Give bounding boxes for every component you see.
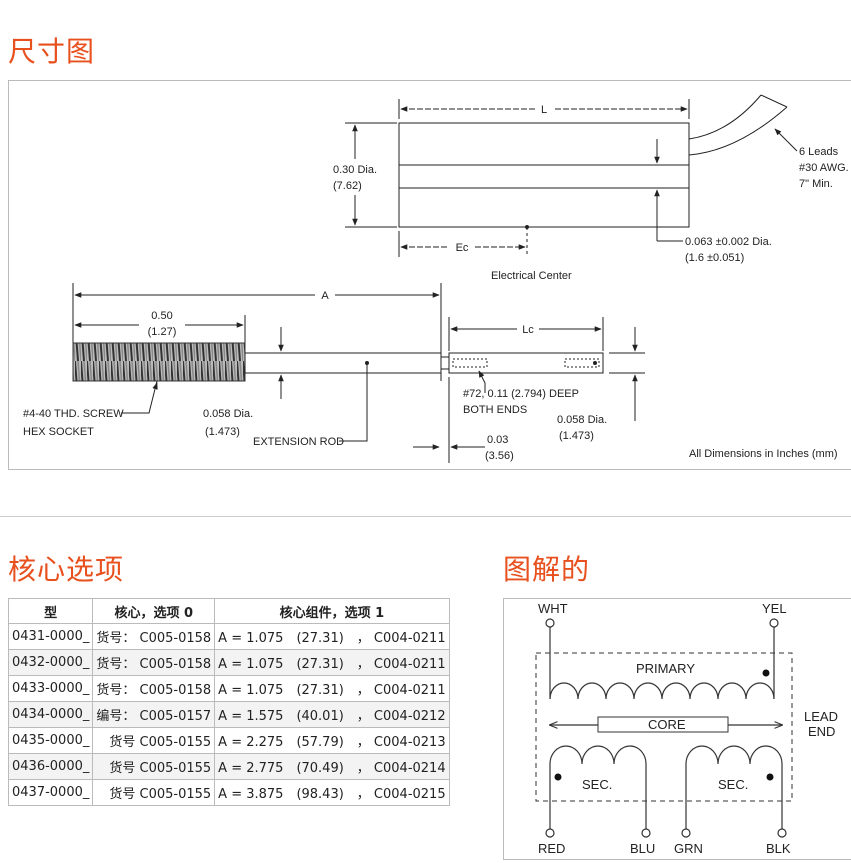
- label-hole-dia-in: 0.063 ±0.002 Dia.: [685, 236, 772, 248]
- label-sec-right: SEC.: [718, 777, 748, 792]
- dimension-drawing-svg: L 0.30 Dia. (7.62) 6 Leads #30 AWG. 7" M…: [23, 94, 849, 463]
- label-sec-left: SEC.: [582, 777, 612, 792]
- label-hole-dia-mm: (1.6 ±0.051): [685, 252, 744, 264]
- primary-polarity-dot: [762, 669, 770, 677]
- sec-right-polarity-dot: [766, 773, 774, 781]
- cell-model: 0437-0000_: [7, 779, 94, 806]
- label-A: A: [321, 290, 329, 302]
- label-deep-2: BOTH ENDS: [463, 404, 527, 416]
- label-core: CORE: [648, 717, 686, 732]
- sec-left-polarity-dot: [554, 773, 562, 781]
- section-divider: [0, 516, 851, 517]
- cell-option-1: A = 2.275 (57.79) ， C004-0213: [214, 727, 450, 754]
- cell-option-0: 货号： C005-0158: [92, 623, 216, 650]
- label-len-in: 0.50: [151, 310, 172, 322]
- threaded-screw: [72, 342, 246, 382]
- label-screw-1: #4-40 THD. SCREW: [23, 408, 124, 420]
- cell-option-0: 货号 C005-0155: [92, 753, 216, 780]
- cell-option-1: A = 3.875 (98.43) ， C004-0215: [214, 779, 450, 806]
- secondary-left-coil: [549, 745, 647, 765]
- cell-option-1: A = 1.075 (27.31) ， C004-0211: [214, 675, 450, 702]
- schematic-diagram: WHT YEL PRIMARY CORE LEAD END SEC. SEC. …: [503, 598, 851, 860]
- label-rod-dia-in: 0.058 Dia.: [203, 408, 253, 420]
- label-blu: BLU: [630, 841, 655, 856]
- label-core-dia-mm: (1.473): [559, 430, 594, 442]
- header-model: 型: [7, 598, 94, 624]
- cell-option-0: 货号： C005-0158: [92, 649, 216, 676]
- label-Ec: Ec: [456, 242, 469, 254]
- cell-model: 0435-0000_: [7, 727, 94, 754]
- label-Lc: Lc: [522, 324, 534, 336]
- label-core-dia-in: 0.058 Dia.: [557, 414, 607, 426]
- core-bar: [597, 716, 729, 733]
- schematic-title: 图解的: [503, 553, 591, 586]
- table-header-row: 型 核心，选项 0 核心组件，选项 1: [7, 598, 450, 624]
- label-all-dimensions: All Dimensions in Inches (mm): [689, 448, 838, 460]
- label-leads-3: 7" Min.: [799, 178, 833, 190]
- label-yel: YEL: [762, 601, 787, 616]
- label-grn: GRN: [674, 841, 703, 856]
- transformer-body: [398, 122, 690, 228]
- schematic-svg: WHT YEL PRIMARY CORE LEAD END SEC. SEC. …: [535, 601, 838, 856]
- label-electrical-center: Electrical Center: [491, 270, 572, 282]
- label-leads-1: 6 Leads: [799, 146, 839, 158]
- label-gap-mm: (3.56): [485, 450, 514, 462]
- core-options-title: 核心选项: [8, 553, 125, 586]
- cell-model: 0431-0000_: [7, 623, 94, 650]
- cell-model: 0433-0000_: [7, 675, 94, 702]
- label-red: RED: [538, 841, 565, 856]
- label-rod-dia-mm: (1.473): [205, 426, 240, 438]
- cell-option-1: A = 1.575 (40.01) ， C004-0212: [214, 701, 450, 728]
- label-len-mm: (1.27): [148, 326, 177, 338]
- cell-option-0: 货号： C005-0158: [92, 675, 216, 702]
- label-dia-mm: (7.62): [333, 180, 362, 192]
- label-gap-in: 0.03: [487, 434, 508, 446]
- cell-option-0: 货号 C005-0155: [92, 779, 216, 806]
- cell-option-1: A = 1.075 (27.31) ， C004-0211: [214, 623, 450, 650]
- label-primary: PRIMARY: [636, 661, 695, 676]
- header-core-option-0: 核心，选项 0: [92, 598, 216, 624]
- cell-model: 0434-0000_: [7, 701, 94, 728]
- cell-model: 0432-0000_: [7, 649, 94, 676]
- transformer-boundary: [535, 652, 793, 802]
- header-core-option-1: 核心组件，选项 1: [214, 598, 450, 624]
- label-lead: LEAD: [804, 709, 838, 724]
- label-deep-1: #72, 0.11 (2.794) DEEP: [463, 388, 579, 400]
- cell-option-0: 货号 C005-0155: [92, 727, 216, 754]
- cell-option-0: 编号： C005-0157: [92, 701, 216, 728]
- label-screw-2: HEX SOCKET: [23, 426, 94, 438]
- cell-model: 0436-0000_: [7, 753, 94, 780]
- cell-option-1: A = 2.775 (70.49) ， C004-0214: [214, 753, 450, 780]
- label-dia-in: 0.30 Dia.: [333, 164, 377, 176]
- label-blk: BLK: [766, 841, 791, 856]
- cell-option-1: A = 1.075 (27.31) ， C004-0211: [214, 649, 450, 676]
- label-extension-rod: EXTENSION ROD: [253, 436, 344, 448]
- label-wht: WHT: [538, 601, 568, 616]
- label-leads-2: #30 AWG.: [799, 162, 849, 174]
- secondary-right-coil: [685, 745, 783, 765]
- dimension-drawing: L 0.30 Dia. (7.62) 6 Leads #30 AWG. 7" M…: [8, 80, 851, 470]
- primary-coil: [549, 682, 775, 700]
- label-end: END: [808, 724, 835, 739]
- core-options-table: 型 核心，选项 0 核心组件，选项 1 0431-0000_货号： C005-0…: [7, 598, 450, 806]
- core-rod: [448, 352, 604, 374]
- extension-rod: [244, 352, 442, 374]
- label-L: L: [541, 104, 547, 116]
- dimensions-section-title: 尺寸图: [8, 35, 96, 68]
